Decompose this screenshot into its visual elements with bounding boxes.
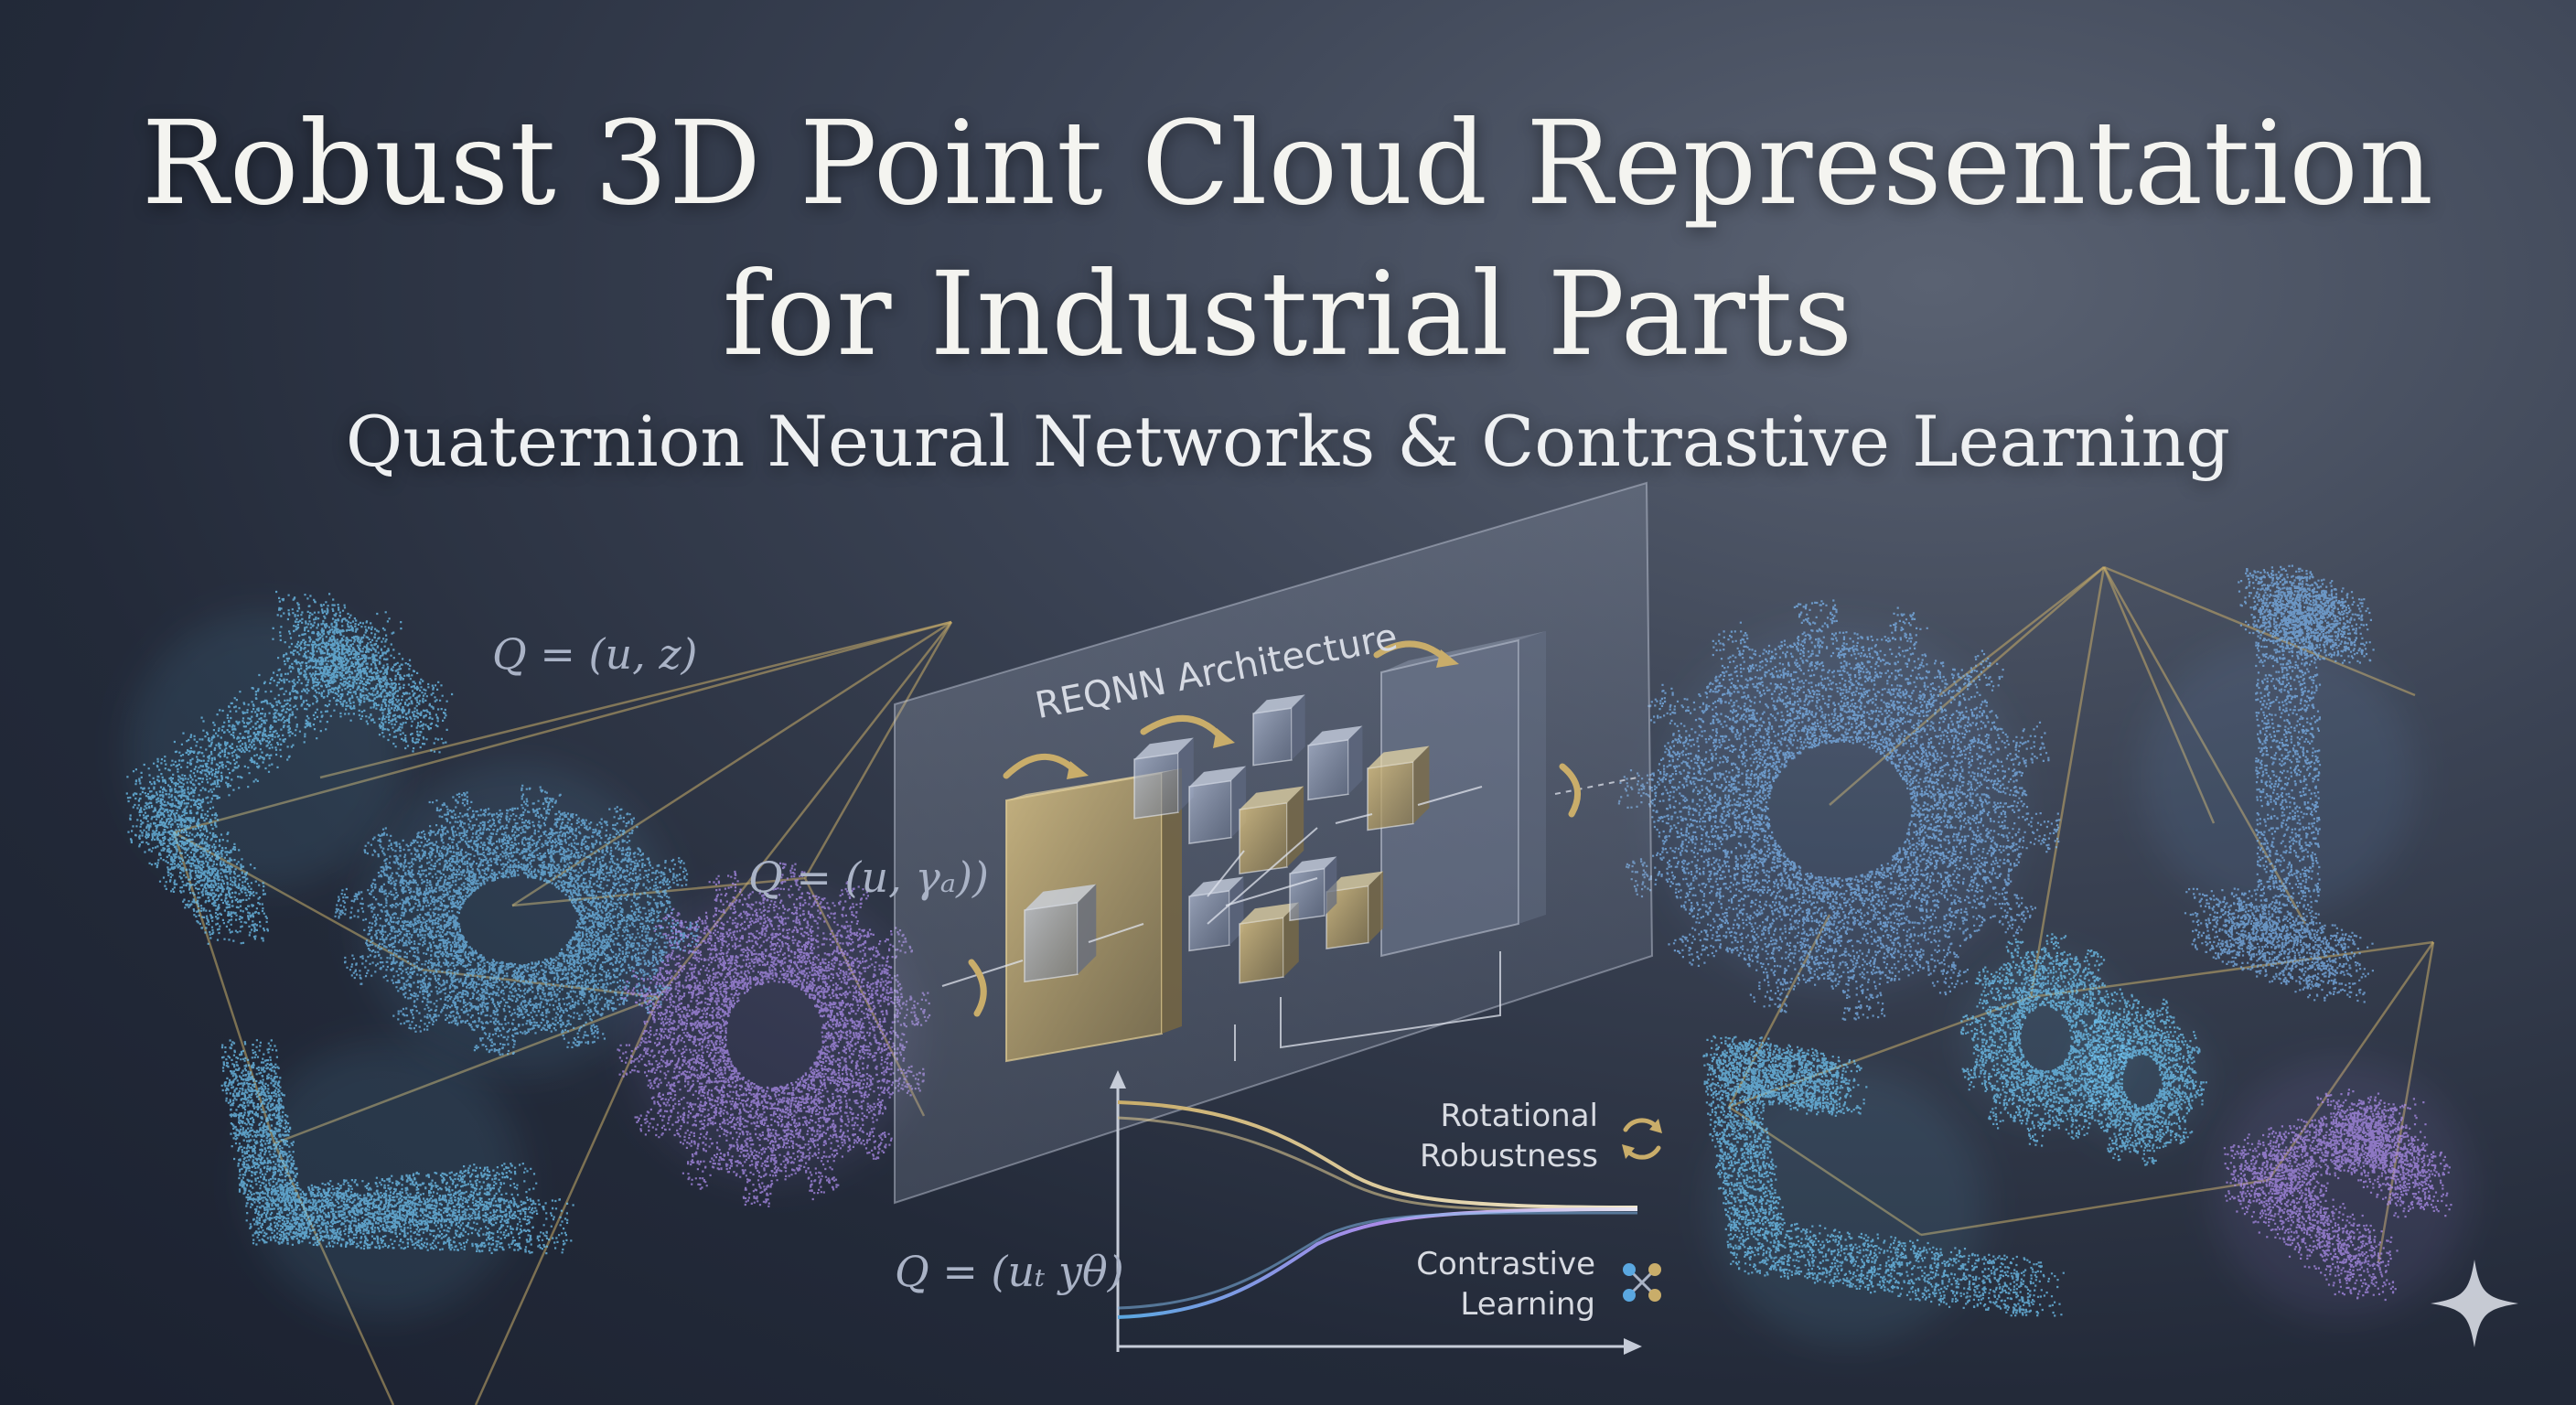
layer-cube-11: [1289, 856, 1337, 922]
rotational-robustness-curve: [1117, 1100, 1638, 1209]
quaternion-formula-1: Q = (u, z): [492, 629, 698, 679]
bracket-right-corner: [2214, 1061, 2470, 1317]
contrastive-learning-curve: [1117, 1207, 1638, 1319]
reqnn-architecture-panel: [894, 481, 1654, 1205]
layer-cube-4: [1239, 786, 1304, 875]
layer-cube-5: [1252, 694, 1305, 767]
page-title-line-1: Robust 3D Point Cloud Representation: [141, 96, 2435, 231]
gear-left-front: [617, 862, 931, 1207]
layer-cube-10: [1326, 871, 1384, 949]
layer-cube-1: [1024, 884, 1097, 983]
y-axis-arrow: [1110, 1070, 1126, 1089]
bracket-right-top: [2141, 564, 2415, 1003]
quaternion-formula-3: Q = (uₜ yθ): [895, 1247, 1124, 1296]
point-cloud-parts: [125, 564, 2470, 1345]
page-title-line-2: for Industrial Parts: [722, 247, 1854, 381]
quaternion-formula-2: Q = (u, γₐ)): [748, 853, 989, 902]
gear-right-small-b: [2076, 993, 2207, 1166]
input-slab-side: [1162, 768, 1182, 1034]
output-slab: [1380, 638, 1519, 958]
gear-right-large: [1617, 599, 2061, 1021]
rotation-arrows: [968, 640, 1582, 1017]
layer-cube-6: [1307, 725, 1363, 801]
page-subtitle: Quaternion Neural Networks & Contrastive…: [345, 401, 2231, 482]
rotational-label-line-2: Robustness: [1420, 1138, 1598, 1174]
gear-left-large: [334, 764, 700, 1075]
sparkle-icon: [2431, 1260, 2518, 1347]
output-slab-top: [1381, 631, 1546, 672]
flow-arrows: [941, 777, 1638, 1061]
bracket-left-top: [125, 590, 454, 945]
network-nodes-icon: [1623, 1263, 1661, 1302]
rotational-robustness-label: Rotational Robustness: [1420, 1096, 1598, 1176]
rotation-arrowheads: [1067, 649, 1459, 779]
layer-cube-7: [1367, 745, 1430, 831]
contrastive-learning-curve-2: [1117, 1211, 1638, 1310]
layer-cube-9: [1239, 902, 1299, 984]
network-layers: [1024, 694, 1430, 984]
contrastive-label-line-2: Learning: [1460, 1286, 1595, 1323]
rotate-icon: [1622, 1118, 1662, 1160]
output-slab-side: [1519, 631, 1546, 924]
rotational-label-line-1: Rotational: [1440, 1098, 1598, 1134]
training-chart: [1110, 1070, 1662, 1355]
contrastive-label-line-1: Contrastive: [1416, 1246, 1595, 1282]
x-axis-arrow: [1624, 1338, 1642, 1355]
contrastive-learning-label: Contrastive Learning: [1416, 1244, 1595, 1325]
bracket-right-bottom: [1702, 1035, 2065, 1345]
bracket-left-bottom: [220, 1039, 574, 1317]
